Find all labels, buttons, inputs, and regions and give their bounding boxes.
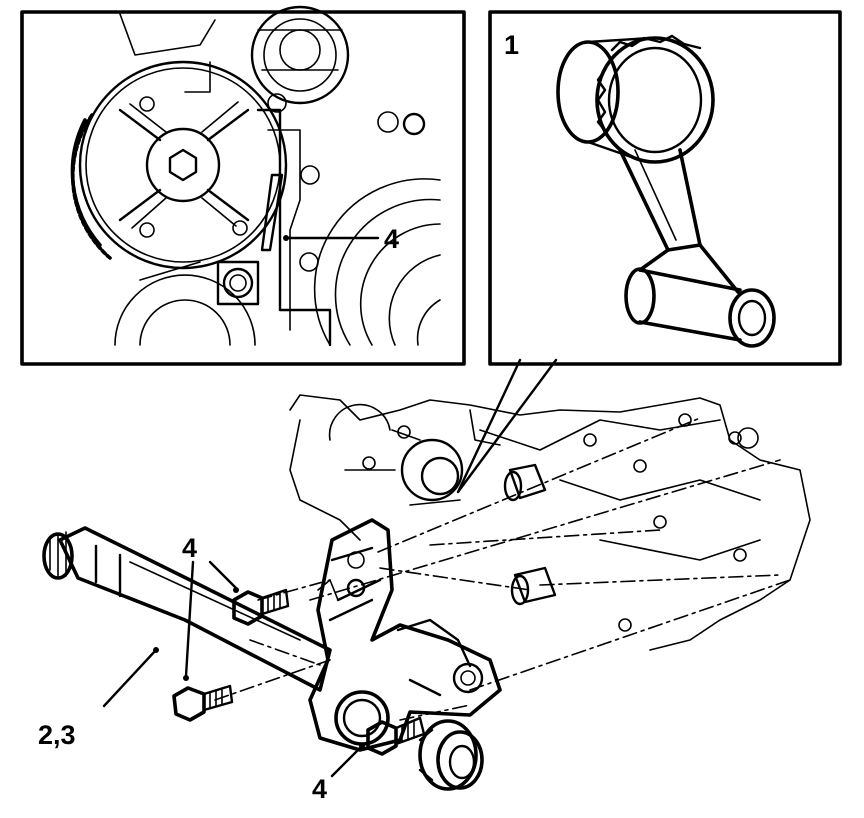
alignment-lines (214, 417, 791, 721)
bolt-bracket (366, 716, 426, 756)
engine-block-background (289, 394, 811, 651)
tool-label-1: 1 (504, 30, 519, 60)
callout-bolt-upper: 4 (182, 533, 197, 563)
detail-inset-tool: 1 (488, 10, 842, 366)
bearing-bracket (308, 518, 502, 752)
callout-axle-shaft: 2,3 (38, 720, 76, 750)
inset-pointer (456, 358, 558, 494)
detail-inset-pulley: 4 (20, 5, 466, 366)
bolt-lower (172, 684, 234, 722)
washer-nut (418, 719, 484, 791)
detail-inset-label-4: 4 (384, 224, 399, 254)
dowel-sleeve-lower (510, 566, 557, 606)
callout-leaders (102, 560, 365, 778)
bolt-upper (232, 588, 290, 626)
dowel-sleeve-upper (503, 463, 547, 502)
callout-bolt-lower: 4 (312, 774, 327, 804)
